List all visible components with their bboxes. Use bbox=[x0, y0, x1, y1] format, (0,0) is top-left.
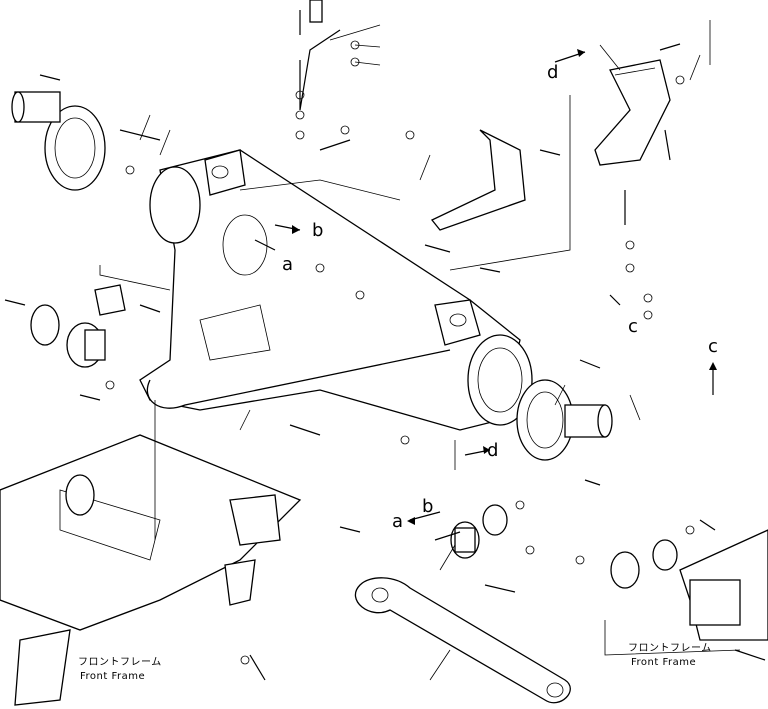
callout-c-right: c bbox=[708, 336, 718, 357]
direction-arrows bbox=[254, 49, 717, 541]
callout-c-left: c bbox=[628, 316, 638, 337]
mounting-bracket-center bbox=[430, 129, 526, 231]
callout-a-upper: a bbox=[282, 254, 293, 275]
bushing-assembly-left bbox=[30, 284, 126, 368]
axle-hub-right bbox=[516, 379, 613, 461]
callout-d-top: d bbox=[547, 62, 558, 83]
callout-b-upper: b bbox=[312, 220, 323, 241]
caption-right-en: Front Frame bbox=[631, 657, 696, 668]
front-frame-right bbox=[679, 529, 768, 641]
axle-housing bbox=[139, 149, 533, 431]
hose-pipe-top bbox=[299, 0, 351, 151]
leader-lines bbox=[139, 20, 711, 681]
callout-b-lower: b bbox=[422, 496, 433, 517]
assembly-guides bbox=[99, 95, 741, 656]
washers-and-nuts bbox=[105, 40, 695, 665]
bolts bbox=[4, 10, 766, 681]
caption-right-jp: フロントフレーム bbox=[628, 642, 712, 654]
caption-left-en: Front Frame bbox=[80, 671, 145, 682]
callout-d-mid: d bbox=[487, 440, 498, 461]
front-frame-left bbox=[0, 434, 302, 706]
center-pin-bushing bbox=[450, 504, 678, 589]
mounting-bracket-right bbox=[594, 59, 671, 166]
callout-labels: d b a c c d b a bbox=[282, 62, 718, 532]
link-bar bbox=[354, 577, 571, 704]
caption-left-jp: フロントフレーム bbox=[78, 656, 162, 668]
frame-captions: フロントフレーム Front Frame フロントフレーム Front Fram… bbox=[78, 642, 712, 682]
callout-a-lower: a bbox=[392, 511, 403, 532]
axle-flange-left bbox=[11, 91, 106, 191]
